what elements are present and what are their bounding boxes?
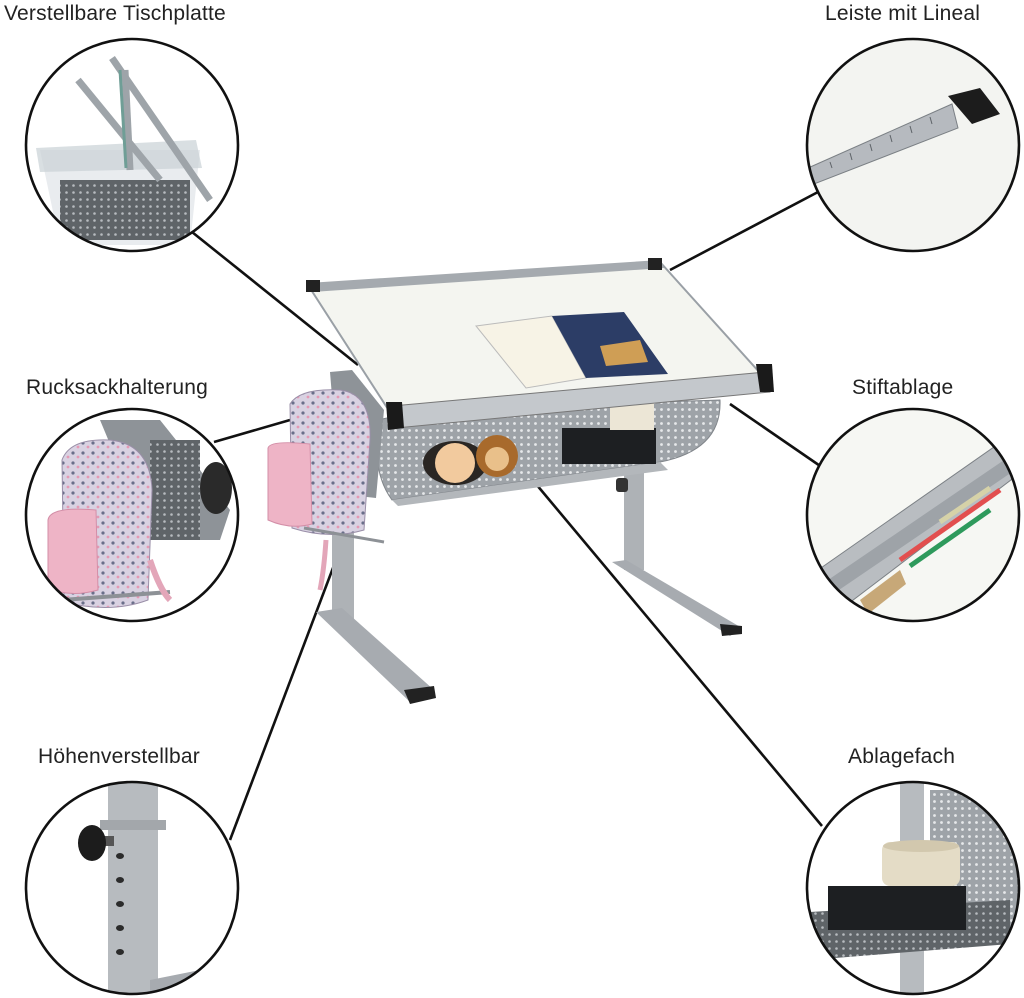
leader-line-shelf: [535, 483, 823, 827]
label-ruler-bar: Leiste mit Lineal: [825, 2, 981, 25]
label-pen-tray: Stiftablage: [852, 376, 954, 399]
label-backpack-holder: Rucksackhalterung: [26, 376, 208, 399]
leader-lines: [191, 190, 827, 841]
detail-pen-tray: [807, 409, 1019, 621]
detail-shelf: [807, 782, 1019, 994]
detail-circle-height: [24, 780, 240, 996]
detail-circle-tabletop: [24, 37, 240, 253]
detail-ruler: [807, 39, 1019, 251]
label-height-adjustable: Höhenverstellbar: [38, 745, 200, 768]
leader-line-pen-tray: [729, 402, 827, 472]
leader-line-backpack: [213, 418, 291, 444]
detail-circle-ruler: [805, 37, 1021, 253]
label-adjustable-tabletop: Verstellbare Tischplatte: [4, 2, 226, 25]
leader-line-ruler: [669, 190, 819, 272]
desk: [267, 258, 774, 704]
leader-line-tabletop: [191, 230, 359, 367]
detail-circle-pen-tray: [805, 407, 1021, 623]
detail-circle-backpack: [24, 407, 240, 623]
detail-backpack-holder: [26, 409, 238, 621]
detail-tabletop: [26, 39, 238, 251]
detail-circle-shelf: [805, 780, 1021, 996]
leader-line-height: [228, 559, 338, 841]
detail-height: [26, 782, 238, 994]
label-storage-shelf: Ablagefach: [848, 745, 956, 768]
